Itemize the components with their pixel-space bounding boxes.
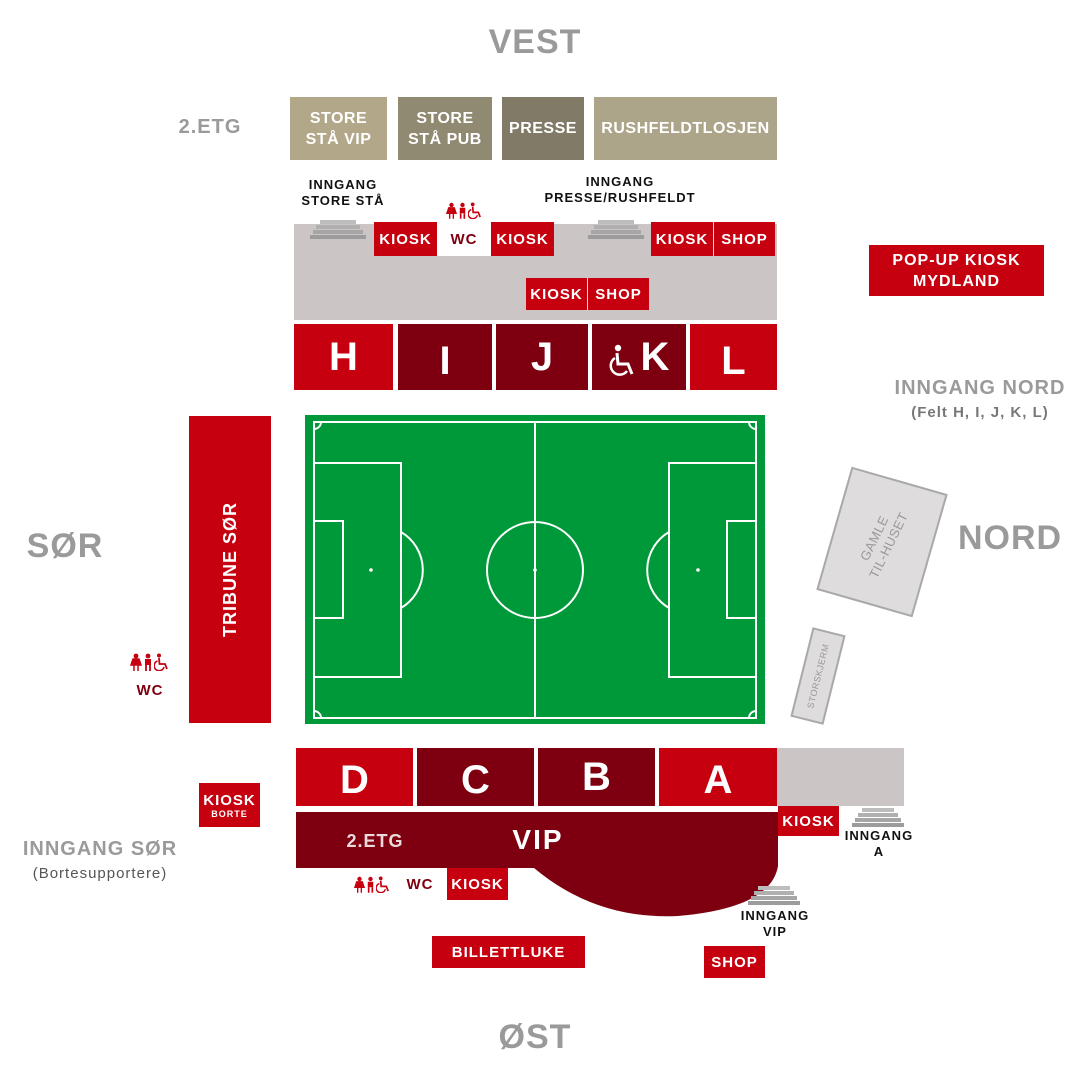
east-wc[interactable]: WC [394,868,446,900]
popup-kiosk-line1: POP-UP KIOSK [892,251,1021,269]
section-a[interactable]: A [659,748,777,806]
west-kiosk-2[interactable]: KIOSK [491,222,554,256]
football-pitch [305,415,765,724]
west-floor-label: 2.ETG [178,115,242,138]
stairs-icon [310,220,366,239]
entrance-presse-line2: PRESSE/RUSHFELDT [544,190,696,205]
east-kiosk-a[interactable]: KIOSK [778,806,839,836]
north-entrance-subtitle: (Felt H, I, J, K, L) [911,403,1049,421]
north-entrance-title[interactable]: INNGANG NORD [894,376,1066,399]
section-h[interactable]: H [294,324,393,390]
stairs-icon [852,808,904,827]
west-shop-1[interactable]: SHOP [713,222,775,256]
vip-area [296,812,778,917]
lounge-store-staa-pub[interactable]: STORE STÅ PUB [398,97,492,160]
tribune-sor-label: TRIBUNE SØR [219,501,240,638]
popup-kiosk-line2: MYDLAND [913,272,1000,290]
compass-east: ØST [498,1017,572,1056]
entrance-presse-rushfeldt[interactable]: INNGANG PRESSE/RUSHFELDT [530,174,710,206]
section-i[interactable]: I [398,324,492,390]
west-wc-icons [440,200,488,220]
male-toilet-icon [145,653,151,671]
away-kiosk-line1: KIOSK [203,791,256,809]
stairs-icon [748,886,800,905]
entrance-vip[interactable]: INNGANG VIP [730,908,820,940]
compass-south: SØR [26,526,104,565]
female-toilet-icon [130,653,142,671]
section-k[interactable]: K [592,324,686,390]
popup-kiosk[interactable]: POP-UP KIOSK MYDLAND [869,245,1044,296]
section-b[interactable]: B [538,748,655,806]
section-d[interactable]: D [296,748,413,806]
wheelchair-icon [154,653,168,671]
section-l[interactable]: L [690,324,777,390]
storskjerm-label: STORSKJERM [805,642,831,710]
entrance-store-staa-line1: INNGANG [308,177,378,192]
east-kiosk-vip[interactable]: KIOSK [447,868,508,900]
compass-north: NORD [957,518,1063,557]
away-kiosk[interactable]: KIOSK BORTE [199,783,260,827]
entrance-vip-line1: INNGANG [740,908,810,923]
entrance-a-line1: INNGANG [844,828,914,843]
east-shop[interactable]: SHOP [704,946,765,978]
west-kiosk-4[interactable]: KIOSK [526,278,587,310]
female-toilet-icon [445,202,457,219]
away-kiosk-line2: BORTE [211,808,248,819]
vip-floor-label: 2.ETG [346,830,404,851]
south-wc-icons [124,651,176,673]
male-toilet-icon [459,202,465,219]
ticket-office[interactable]: BILLETTLUKE [432,936,585,968]
storskjerm: STORSKJERM [790,627,846,725]
stairs-icon [588,220,644,239]
south-wc[interactable]: WC [124,675,176,705]
section-c[interactable]: C [417,748,534,806]
wheelchair-icon [467,202,481,219]
female-toilet-icon [353,876,365,893]
west-kiosk-1[interactable]: KIOSK [374,222,437,256]
east-concourse [777,748,904,806]
section-j[interactable]: J [496,324,588,390]
west-wc[interactable]: WC [437,222,491,256]
vip-label[interactable]: VIP [512,824,564,855]
tribune-sor[interactable]: TRIBUNE SØR [189,416,271,723]
west-kiosk-3[interactable]: KIOSK [651,222,713,256]
lounge-presse[interactable]: PRESSE [502,97,584,160]
entrance-a[interactable]: INNGANG A [836,828,922,860]
entrance-a-line2: A [873,844,885,859]
male-toilet-icon [367,876,373,893]
south-entrance-title[interactable]: INNGANG SØR [22,837,178,860]
entrance-vip-line2: VIP [763,924,787,939]
wheelchair-icon [375,876,389,893]
lounge-store-staa-vip[interactable]: STORE STÅ VIP [290,97,387,160]
south-entrance-subtitle: (Bortesupportere) [32,864,168,882]
compass-west: VEST [488,22,582,61]
gamle-til-huset: GAMLE TIL-HUSET [816,466,948,618]
section-k-label: K [640,334,670,379]
wheelchair-icon [609,344,633,376]
entrance-store-staa-line2: STORE STÅ [301,193,385,208]
east-wc-icons [350,874,394,894]
west-shop-2[interactable]: SHOP [587,278,649,310]
entrance-presse-line1: INNGANG [585,174,655,189]
entrance-store-staa[interactable]: INNGANG STORE STÅ [283,177,403,209]
lounge-rushfeldtlosjen[interactable]: RUSHFELDTLOSJEN [594,97,777,160]
